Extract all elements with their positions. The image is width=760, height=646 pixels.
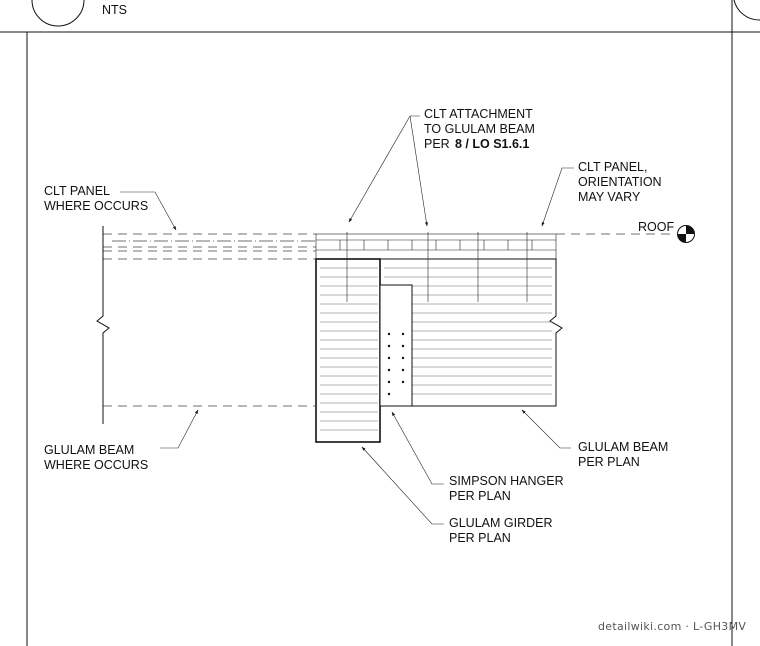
glulam-girder-line1: GLULAM GIRDER	[449, 516, 553, 530]
simpson-hanger-line1: SIMPSON HANGER	[449, 474, 564, 488]
clt-panel-where-line2: WHERE OCCURS	[44, 199, 148, 213]
clt-panel-orient-line2: ORIENTATION	[578, 175, 662, 189]
clt-screws	[346, 232, 528, 302]
sheet-corner-bubble	[733, 0, 760, 21]
clt-panel-left-dashed	[103, 233, 316, 260]
clt-attachment-line2: TO GLULAM BEAM	[424, 122, 535, 136]
glulam-beam-where-line1: GLULAM BEAM	[44, 443, 134, 457]
clt-attachment-reference: 8 / LO S1.6.1	[455, 137, 529, 151]
clt-panel-where-line1: CLT PANEL	[44, 184, 110, 198]
detail-number-bubble	[31, 0, 85, 27]
glulam-beam-where-line2: WHERE OCCURS	[44, 458, 148, 472]
clt-attachment-line3: PER	[424, 137, 450, 151]
roof-label: ROOF	[638, 220, 674, 234]
left-break-line	[96, 226, 110, 424]
glulam-girder-line2: PER PLAN	[449, 531, 511, 545]
glulam-beam	[380, 258, 563, 407]
clt-panel-orient-line1: CLT PANEL,	[578, 160, 647, 174]
glulam-beam-plan-line1: GLULAM BEAM	[578, 440, 668, 454]
glulam-beam-plan-line2: PER PLAN	[578, 455, 640, 469]
scale-label: NTS	[102, 3, 127, 17]
clt-attachment-line1: CLT ATTACHMENT	[424, 107, 533, 121]
roof-datum	[677, 225, 695, 243]
simpson-hanger-line2: PER PLAN	[449, 489, 511, 503]
clt-panel-orient-line3: MAY VARY	[578, 190, 641, 204]
glulam-girder	[315, 258, 381, 443]
clt-panel	[315, 233, 672, 260]
simpson-hanger	[379, 284, 413, 407]
watermark: detailwiki.com · L-GH3MV	[598, 620, 746, 633]
annotations: CLT ATTACHMENT TO GLULAM BEAM PER 8 / LO…	[44, 107, 674, 545]
leaders	[120, 115, 574, 525]
